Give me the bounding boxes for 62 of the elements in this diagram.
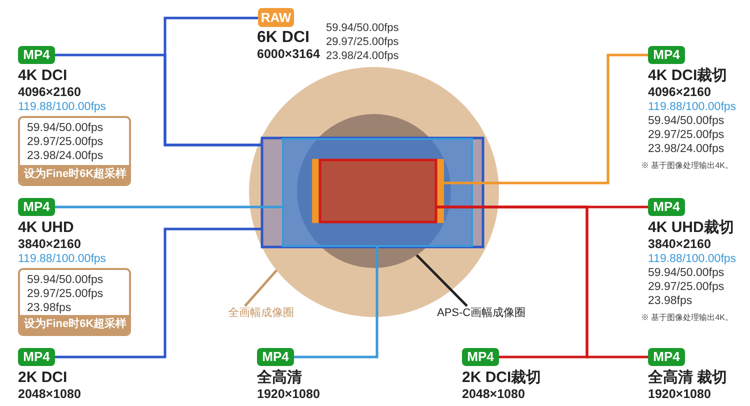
frame-rate-text: 29.97/25.00fps [27,135,104,149]
format-name: 2K DCI裁切 [462,369,542,387]
leader-line [443,54,648,184]
format-badge: MP4 [18,348,55,366]
format-name: 4K DCI [18,67,68,85]
frame-rate-text: 29.97/25.00fps [27,287,104,301]
format-badge: MP4 [257,348,294,366]
format-badge: MP4 [648,198,685,216]
leader-line [55,228,262,358]
leader-line [436,206,648,358]
frame-rate-text: 23.98/24.00fps [27,149,104,163]
note-band: 设为Fine时6K超采样 [20,315,129,334]
leader-line [55,206,283,208]
resolution-text: 3840×2160 [18,237,81,252]
frame-rate-text: 59.94/50.00fps [648,114,724,128]
resolution-text: 6000×3164 [257,47,320,62]
format-name: 4K UHD [18,219,74,237]
resolution-text: 2048×1080 [462,387,525,402]
format-badge: MP4 [648,46,685,64]
frame-rate-text: 29.97/25.00fps [648,280,724,294]
format-name: 2K DCI [18,369,68,387]
note-text: ※ 基于图像处理输出4K。 [641,312,734,323]
leader-line [416,254,468,307]
frame-rate-box [18,116,131,186]
frame-rate-text: 59.94/50.00fps [326,21,399,35]
resolution-text: 1920×1080 [257,387,320,402]
frame-rate-text: 23.98/24.00fps [648,142,724,156]
resolution-text: 2048×1080 [18,387,81,402]
frame-rate-text: 23.98fps [27,301,72,315]
frame-rate-text: 23.98fps [648,294,692,308]
frame-rate-text: 59.94/50.00fps [27,273,104,287]
format-badge: MP4 [648,348,685,366]
resolution-text: 3840×2160 [648,237,711,252]
frame-rate-box [18,268,131,336]
leader-line [294,246,378,358]
frame-rate-text: 23.98/24.00fps [326,49,399,63]
format-name: 4K DCI裁切 [648,67,728,85]
resolution-text: 1920×1080 [648,387,711,402]
frame-rate-text: 119.88/100.00fps [648,100,736,114]
frame-rate-text: 119.88/100.00fps [18,252,106,266]
note-band: 设为Fine时6K超采样 [20,165,129,184]
resolution-text: 4096×2160 [18,85,81,100]
format-badge: RAW [258,8,294,27]
frame-rate-text: 29.97/25.00fps [648,128,724,142]
format-name: 4K UHD裁切 [648,219,734,237]
frame-rate-text: 59.94/50.00fps [648,266,724,280]
frame-rate-text: 119.88/100.00fps [18,100,106,114]
resolution-text: 4096×2160 [648,85,711,100]
circle-label: APS-C画幅成像圈 [437,306,526,320]
circle-label: 全画幅成像圈 [228,306,294,320]
leader-line [244,269,278,307]
format-badge: MP4 [462,348,499,366]
format-badge: MP4 [18,198,55,216]
format-name: 全高清 裁切 [648,369,728,387]
format-name: 全高清 [257,369,302,387]
frame-rate-text: 29.97/25.00fps [326,35,399,49]
format-badge: MP4 [18,46,55,64]
note-text: ※ 基于图像处理输出4K。 [641,160,734,171]
leader-line [55,54,262,146]
frame-rate-text: 119.88/100.00fps [648,252,736,266]
format-name: 6K DCI [257,29,310,47]
frame-rate-text: 59.94/50.00fps [27,121,104,135]
